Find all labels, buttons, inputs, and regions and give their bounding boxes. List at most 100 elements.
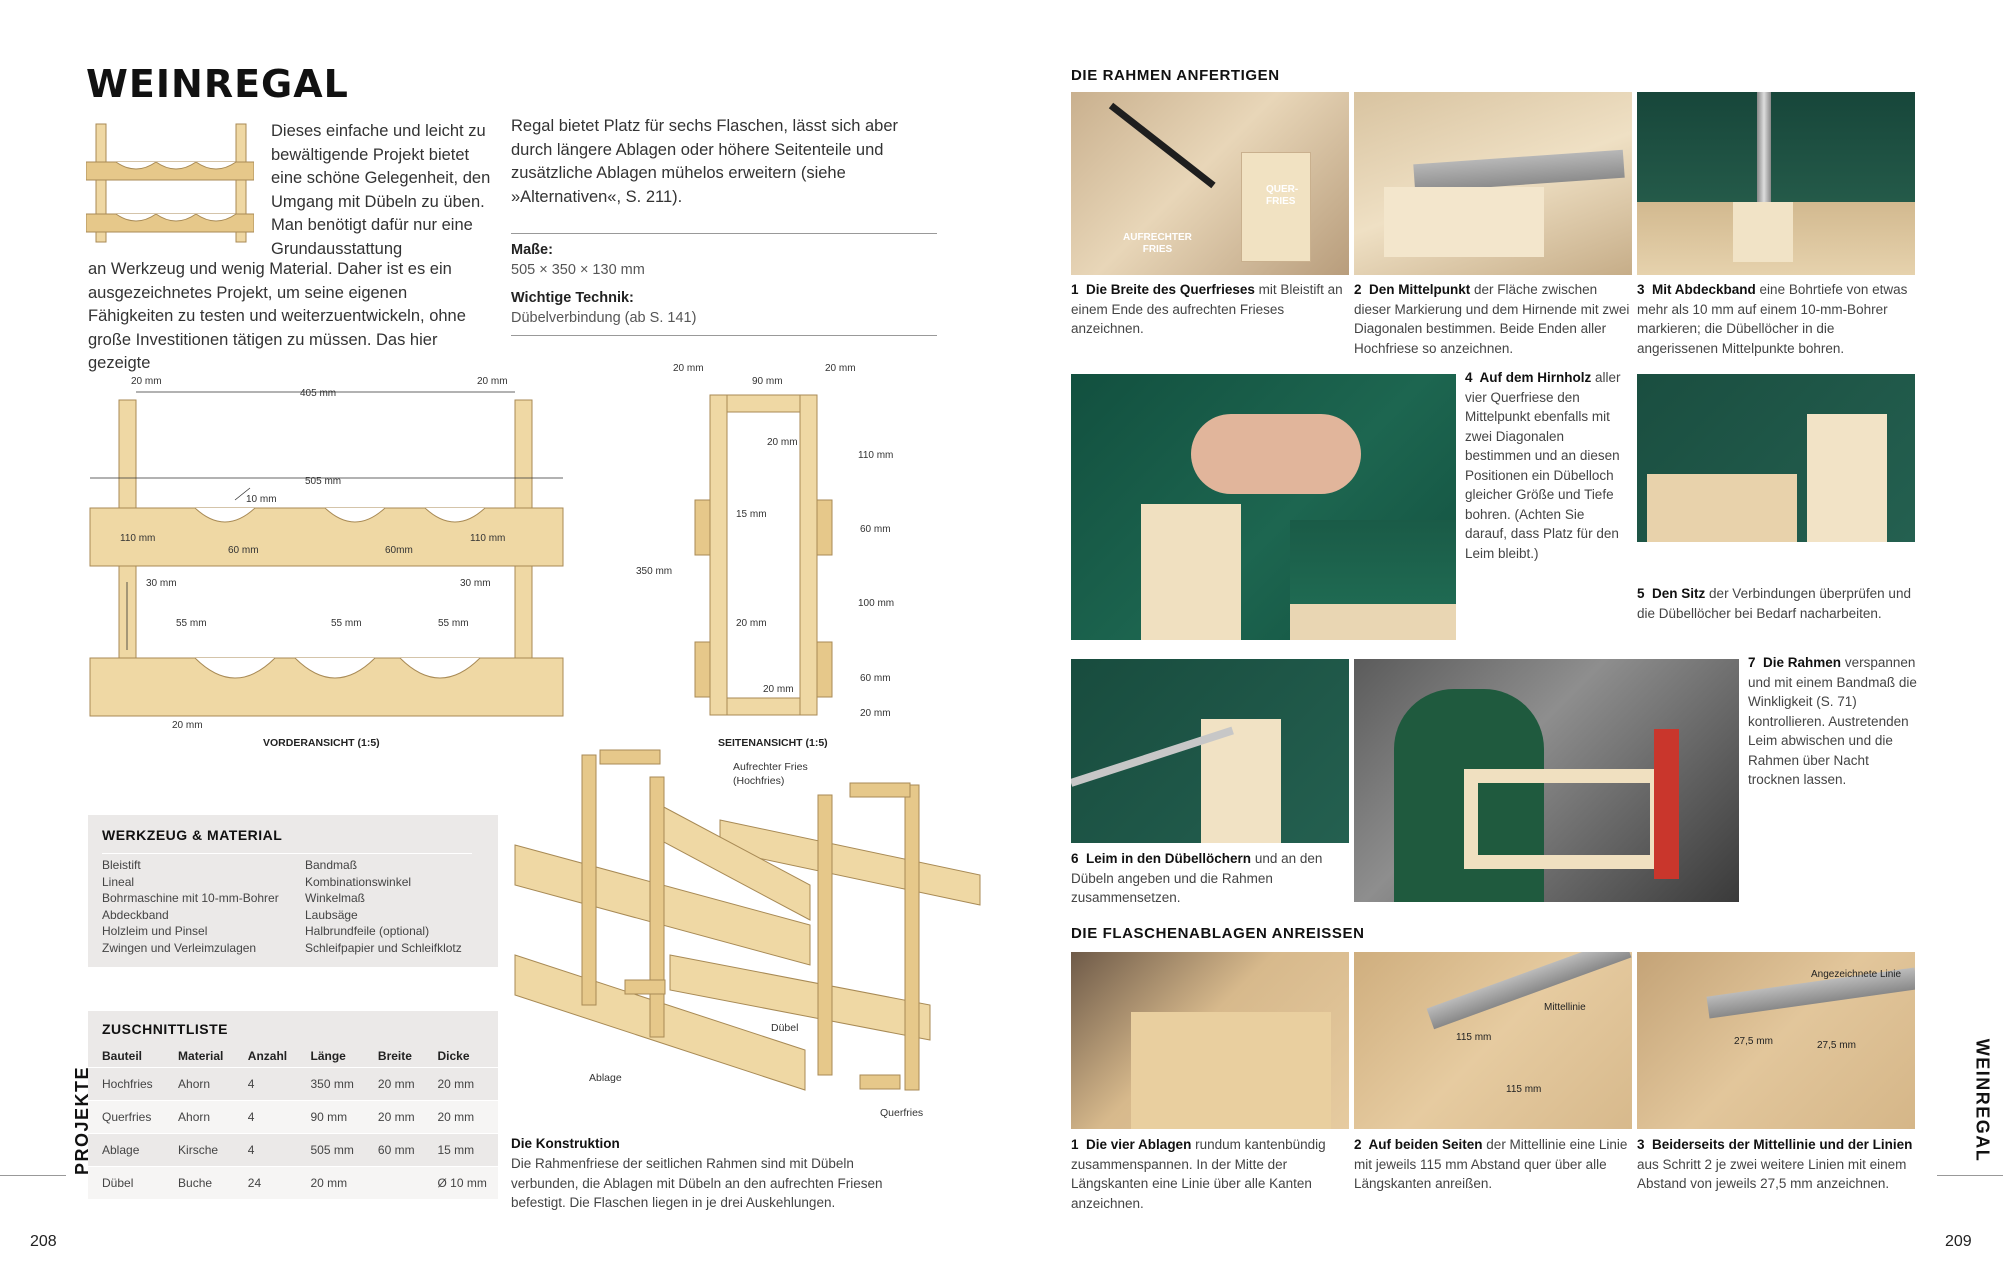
- table-cell: Ahorn: [178, 1077, 211, 1091]
- table-cell: [364, 1167, 424, 1200]
- photo-step-2: [1354, 92, 1632, 275]
- tool-item: Holzleim und Pinsel: [102, 924, 208, 938]
- technik-label: Wichtige Technik:: [511, 290, 634, 306]
- column-header: Bauteil: [102, 1049, 143, 1063]
- intro-text-col2: Regal bietet Platz für sechs Flaschen, l…: [511, 117, 899, 206]
- photo-flasche-step-3: Angezeichnete Linie 27,5 mm 27,5 mm: [1637, 952, 1915, 1129]
- dim-label: 350 mm: [636, 566, 673, 577]
- step-caption-5: 5 Den Sitz der Verbindungen überprüfen u…: [1637, 584, 1917, 623]
- dim-label: 90 mm: [752, 376, 783, 387]
- intro-text-top: Dieses einfache und leicht zu bewältigen…: [271, 122, 491, 258]
- step-bold: Auf beiden Seiten: [1368, 1137, 1483, 1152]
- dim-label: 20 mm: [825, 363, 856, 374]
- table-cell: Kirsche: [178, 1143, 219, 1157]
- dim-label: 20 mm: [172, 720, 203, 731]
- divider: [0, 1175, 66, 1176]
- chapter-side-label: WEINREGAL: [1972, 1038, 1993, 1163]
- dim-label: 100 mm: [858, 598, 895, 609]
- tool-item: Bandmaß: [305, 858, 358, 872]
- step-text: der Verbindungen überprüfen und die Dübe…: [1637, 586, 1911, 621]
- section-side-label: PROJEKTE: [72, 1065, 93, 1176]
- table-cell: 24: [247, 1176, 262, 1190]
- photo-label: AUFRECHTER: [1123, 232, 1192, 243]
- table-cell: 60 mm: [377, 1143, 415, 1157]
- tool-item: Halbrundfeile (optional): [305, 924, 430, 938]
- dim-label: 505 mm: [305, 476, 342, 487]
- photo-label: 27,5 mm: [1817, 1040, 1856, 1051]
- photo-step-5: [1637, 374, 1915, 542]
- photo-label: Angezeichnete Linie: [1811, 969, 1902, 980]
- dim-label: 55 mm: [331, 618, 362, 629]
- dim-label: 60mm: [385, 545, 413, 556]
- photo-label: QUER-: [1266, 184, 1299, 195]
- step-bold: Den Mittelpunkt: [1369, 282, 1471, 297]
- construction-caption-title: Die Konstruktion: [511, 1136, 620, 1151]
- side-view-drawing: [694, 394, 833, 716]
- label-aufrechter-fries: Aufrechter Fries (Hochfries): [733, 761, 808, 787]
- table-cell: 350 mm: [310, 1077, 354, 1091]
- dim-label: 110 mm: [470, 533, 506, 544]
- page-title: WEINREGAL: [86, 62, 349, 106]
- dim-label: 60 mm: [860, 673, 891, 684]
- step-bold: Mit Abdeckband: [1652, 282, 1756, 297]
- step-text: verspannen und mit einem Bandmaß die Win…: [1748, 655, 1917, 787]
- dim-label: 20 mm: [673, 363, 704, 374]
- step-text: der Mittellinie eine Linie mit jeweils 1…: [1354, 1137, 1628, 1191]
- step-text: rundum kantenbündig zusammenspannen. In …: [1071, 1137, 1326, 1211]
- page-number: 208: [30, 1233, 57, 1250]
- step-number: 1: [1071, 1137, 1079, 1152]
- table-cell: 90 mm: [310, 1110, 348, 1124]
- dim-label: 10 mm: [246, 494, 277, 505]
- table-cell: Ø 10 mm: [437, 1176, 487, 1190]
- step-text: aus Schritt 2 je zwei weitere Linien mit…: [1637, 1156, 1907, 1192]
- dim-label: 30 mm: [146, 578, 177, 589]
- photo-step-4: [1071, 374, 1456, 640]
- photo-label: 115 mm: [1506, 1084, 1542, 1095]
- dim-label: 20 mm: [736, 618, 767, 629]
- tool-item: Bleistift: [102, 858, 141, 872]
- step-bold: Leim in den Dübellöchern: [1086, 851, 1252, 866]
- flasche-caption-1: 1 Die vier Ablagen rundum kantenbündig z…: [1071, 1135, 1351, 1213]
- divider: [511, 233, 937, 234]
- step-bold: Die Breite des Querfrieses: [1086, 282, 1255, 297]
- step-bold: Auf dem Hirnholz: [1479, 370, 1592, 385]
- tool-item: Kombinationswinkel: [305, 874, 412, 889]
- table-cell: 4: [247, 1077, 255, 1091]
- step-text: und an den Dübeln angeben und die Rahmen…: [1071, 851, 1323, 905]
- tool-item: Winkelmaß: [305, 891, 366, 905]
- table-cell: Ablage: [102, 1143, 140, 1157]
- label-ablage: Ablage: [589, 1072, 622, 1084]
- tools-col1: Bleistift Lineal Bohrmaschine mit 10-mm-…: [102, 857, 302, 956]
- step-number: 1: [1071, 282, 1079, 297]
- photo-label: FRIES: [1266, 196, 1296, 207]
- tool-item: Laubsäge: [305, 907, 358, 922]
- step-number: 3: [1637, 282, 1645, 297]
- tool-item: Abdeckband: [102, 907, 169, 922]
- table-cell: Buche: [178, 1176, 213, 1190]
- step-number: 2: [1354, 1137, 1362, 1152]
- dim-label: 405 mm: [300, 388, 337, 399]
- dim-label: 55 mm: [438, 618, 469, 629]
- step-bold: Beiderseits der Mittellinie und der Lini…: [1652, 1137, 1913, 1152]
- step-number: 5: [1637, 586, 1645, 601]
- table-cell: 15 mm: [437, 1143, 475, 1157]
- step-bold: Die Rahmen: [1763, 655, 1842, 670]
- cutlist-heading: ZUSCHNITTLISTE: [102, 1021, 228, 1037]
- flasche-caption-3: 3 Beiderseits der Mittellinie und der Li…: [1637, 1135, 1917, 1194]
- dim-label: 20 mm: [763, 684, 794, 695]
- table-cell: Dübel: [102, 1176, 134, 1190]
- tool-item: Lineal: [102, 874, 135, 889]
- table-cell: Querfries: [102, 1110, 152, 1124]
- cutlist-header-bar: ZUSCHNITTLISTE: [88, 1011, 498, 1045]
- table-cell: 20 mm: [310, 1176, 348, 1190]
- section-heading: DIE RAHMEN ANFERTIGEN: [1071, 67, 1280, 84]
- side-view-caption: SEITENANSICHT (1:5): [718, 737, 828, 749]
- exploded-construction-drawing: [514, 749, 981, 1091]
- table-cell: Ahorn: [178, 1110, 211, 1124]
- step-number: 4: [1465, 370, 1473, 385]
- page-number: 209: [1945, 1233, 1972, 1250]
- step-bold: Den Sitz: [1652, 586, 1706, 601]
- tools-box: WERKZEUG & MATERIAL Bleistift Lineal Boh…: [88, 815, 498, 967]
- tools-heading: WERKZEUG & MATERIAL: [102, 827, 283, 843]
